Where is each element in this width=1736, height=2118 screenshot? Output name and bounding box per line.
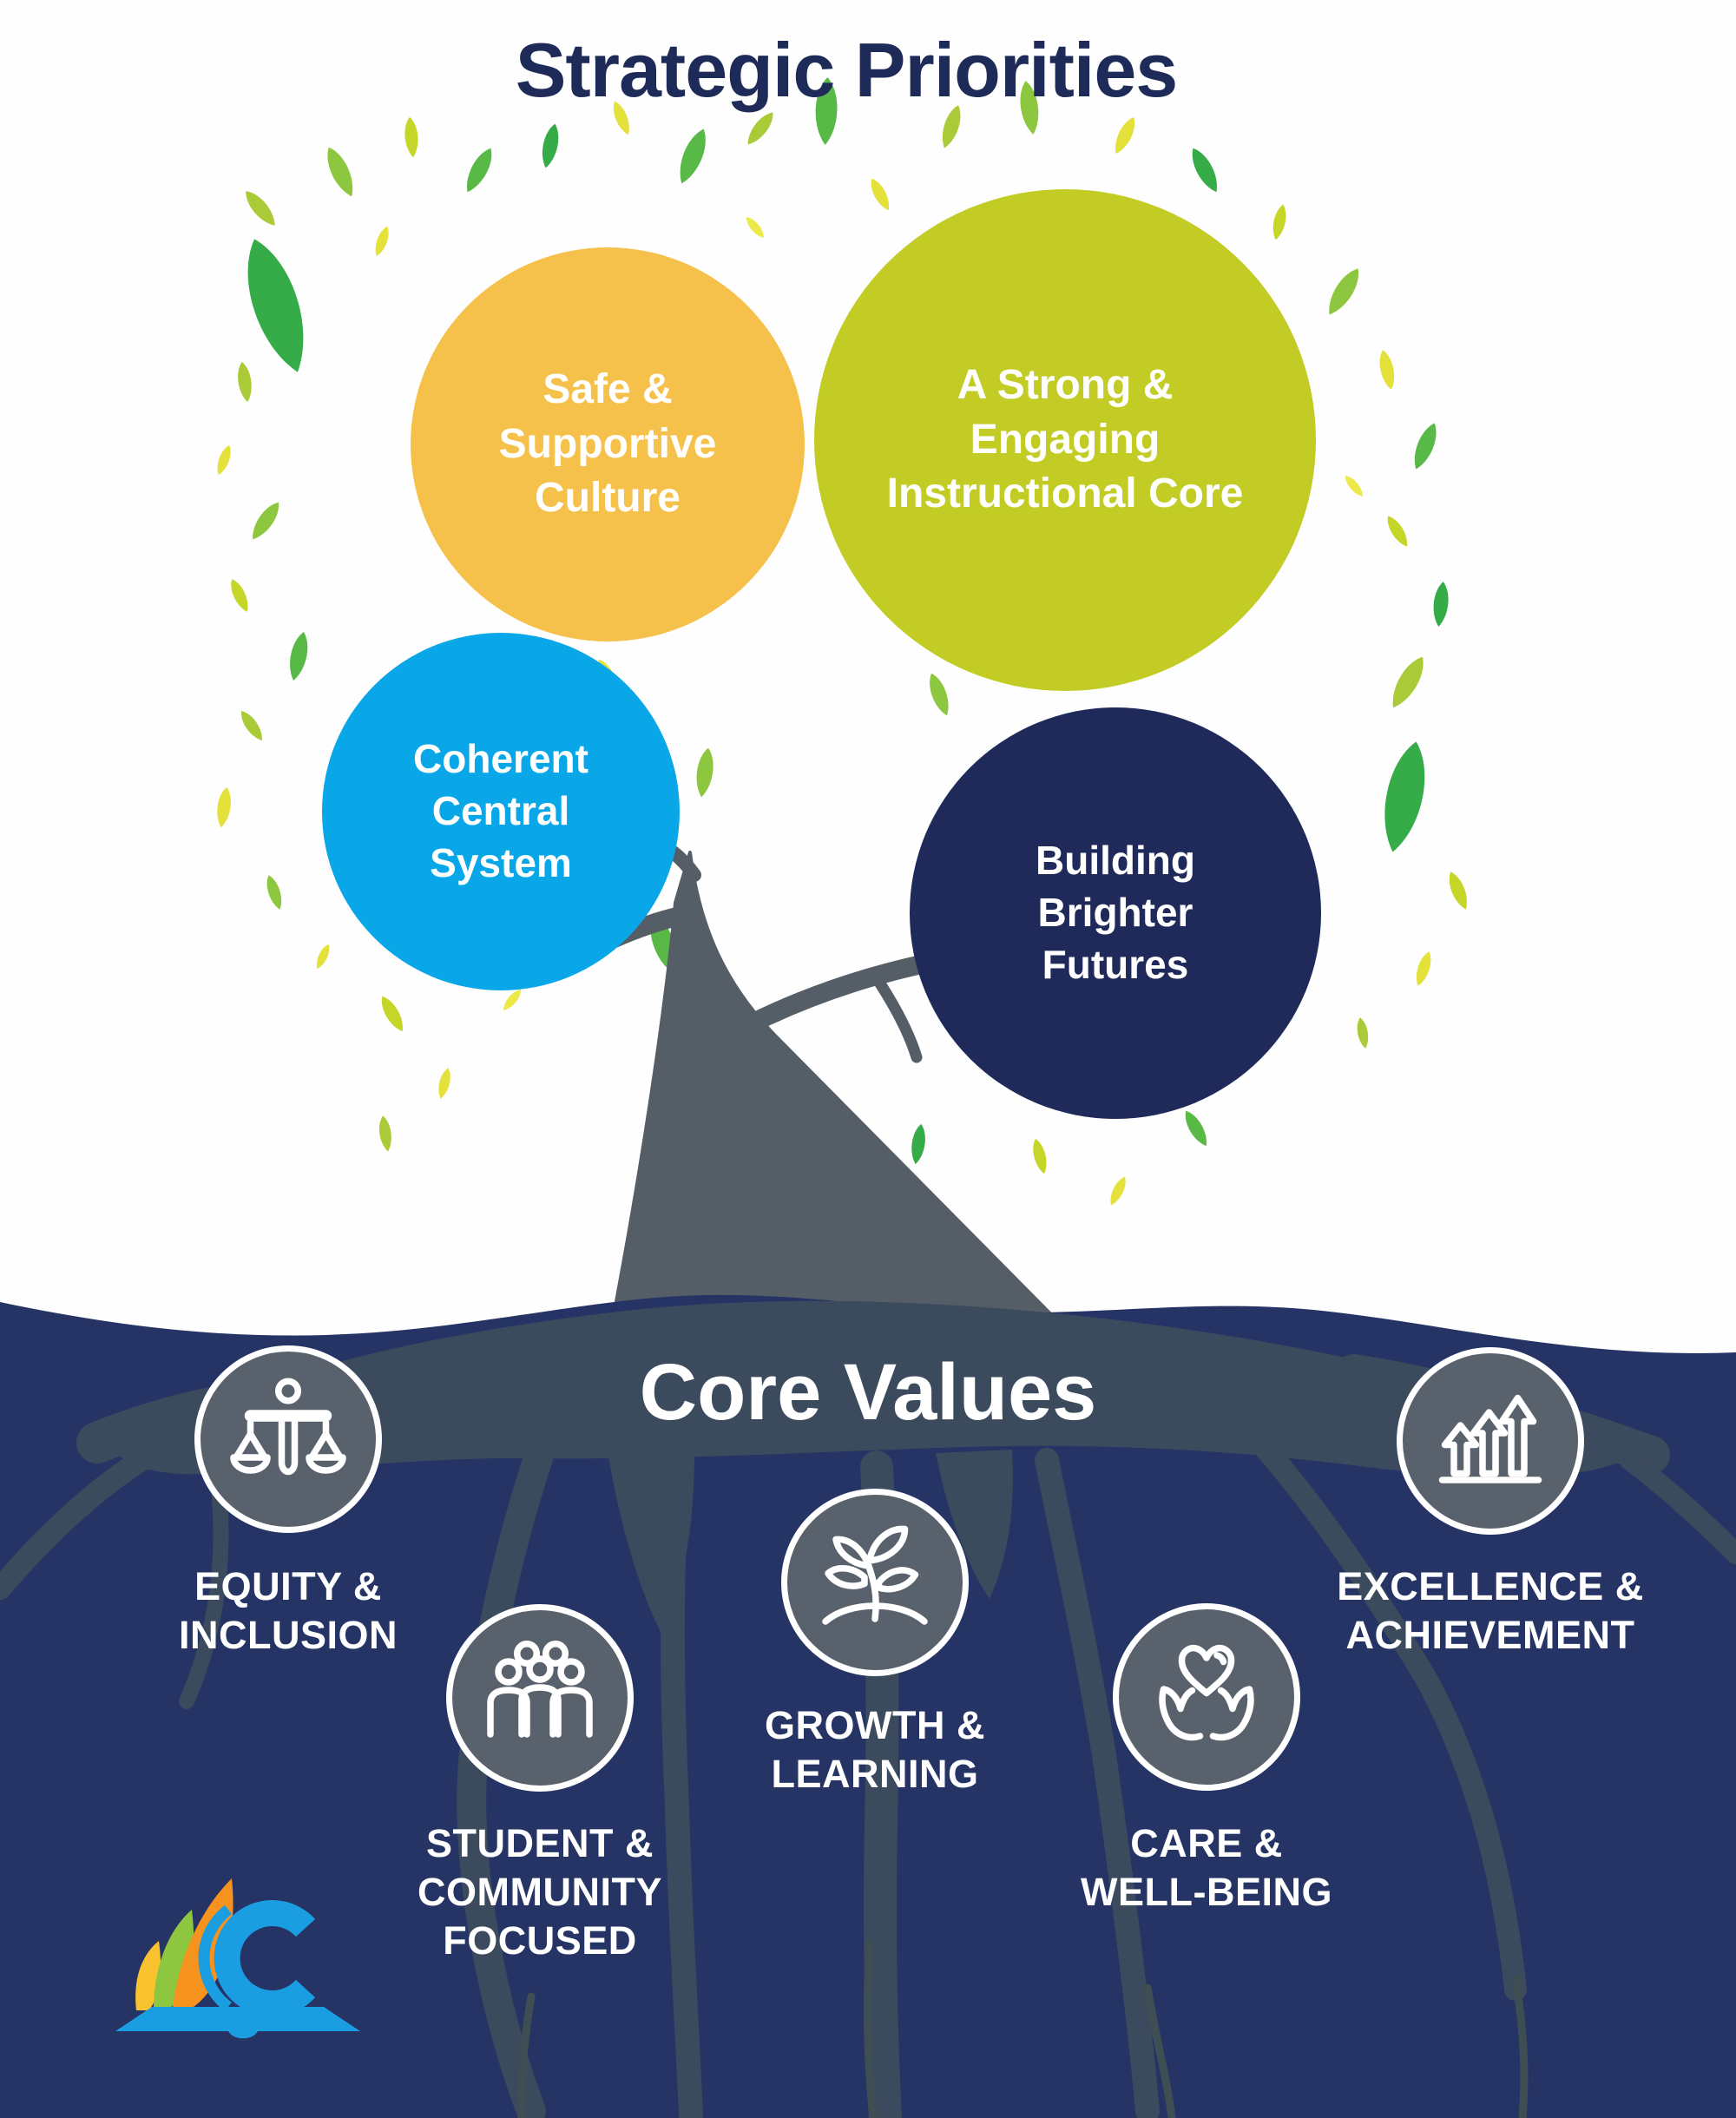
leaf-icon	[376, 993, 409, 1035]
leaf-icon	[320, 143, 360, 201]
leaf-icon	[240, 186, 281, 231]
leaf-icon	[1342, 472, 1366, 500]
leaf-icon	[1270, 203, 1289, 241]
leaf-icon	[1106, 1174, 1130, 1207]
leaf-icon	[227, 576, 253, 615]
leaf-icon	[1384, 652, 1431, 713]
core-value-label-excellence-achievement: EXCELLENCE & ACHIEVEMENT	[1265, 1562, 1716, 1660]
priority-circle-instructional-core: A Strong & Engaging Instructional Core	[814, 189, 1316, 691]
leaf-icon	[263, 873, 286, 911]
leaf-icon	[673, 125, 713, 187]
priority-line: Building	[1036, 838, 1195, 884]
leaf-icon	[1355, 1016, 1371, 1049]
leaf-icon	[1408, 420, 1443, 472]
leaf-icon	[743, 214, 767, 241]
core-value-label-student-community: STUDENT & COMMUNITY FOCUSED	[314, 1819, 766, 1964]
leaf-icon	[1110, 114, 1140, 157]
c-open-book-logo	[115, 1878, 360, 2039]
leaf-icon	[1412, 950, 1435, 988]
leaf-icon	[377, 1115, 394, 1153]
balance-person-icon	[230, 1378, 346, 1476]
leaf-icon	[694, 747, 716, 799]
leaf-icon	[1322, 264, 1365, 319]
logo-book-base	[115, 2007, 360, 2039]
label-line: CARE &	[1130, 1821, 1283, 1865]
leaf-icon	[214, 786, 233, 829]
logo-c-letter	[214, 1900, 316, 2016]
label-line: GROWTH &	[765, 1703, 985, 1747]
leaf-icon	[538, 122, 562, 170]
label-line: WELL-BEING	[1081, 1869, 1332, 1914]
leaf-icon	[247, 497, 285, 544]
leaf-icon	[1375, 738, 1434, 856]
priority-label: Building Brighter Futures	[1036, 835, 1195, 990]
priority-line: Coherent	[413, 736, 589, 782]
core-value-label-growth-learning: GROWTH & LEARNING	[649, 1701, 1101, 1799]
leaf-icon	[214, 443, 234, 477]
leaf-icon	[286, 630, 312, 682]
priority-circle-coherent-central-system: Coherent Central System	[322, 633, 680, 990]
core-value-circle-student-community	[446, 1604, 634, 1792]
core-value-circle-care-wellbeing	[1113, 1603, 1300, 1791]
label-line: EXCELLENCE &	[1337, 1564, 1644, 1608]
priority-line: A Strong &	[957, 362, 1174, 409]
people-group-icon	[487, 1641, 593, 1738]
page-title: Strategic Priorities	[515, 27, 1179, 113]
priority-line: Engaging	[970, 416, 1161, 463]
core-value-circle-equity-inclusion	[194, 1345, 382, 1533]
leaf-icon	[1383, 512, 1412, 550]
priority-line: Culture	[535, 475, 681, 522]
priority-circle-building-brighter-futures: Building Brighter Futures	[910, 707, 1321, 1119]
label-line: EQUITY &	[194, 1564, 382, 1608]
label-line: COMMUNITY	[418, 1869, 662, 1914]
leaf-icon	[372, 224, 392, 259]
leaf-icon	[312, 942, 333, 971]
priority-line: Supportive	[498, 420, 717, 467]
leaf-icon	[1180, 1108, 1213, 1149]
leaf-icon	[235, 360, 254, 404]
priority-label: Safe & Supportive Culture	[499, 363, 717, 525]
leaf-icon	[460, 144, 498, 196]
core-value-circle-growth-learning	[781, 1489, 969, 1676]
logo-echo-arc	[198, 1904, 233, 2012]
priority-line: Instructional Core	[886, 470, 1244, 517]
rising-arrows-icon	[1438, 1394, 1542, 1483]
priority-label: A Strong & Engaging Instructional Core	[887, 358, 1244, 521]
label-line: INCLUSION	[179, 1612, 398, 1657]
leaf-icon	[435, 1066, 454, 1101]
core-value-label-equity-inclusion: EQUITY & INCLUSION	[62, 1562, 514, 1660]
label-line: ACHIEVEMENT	[1345, 1612, 1635, 1657]
leaf-icon	[500, 986, 524, 1014]
priority-circle-safe-supportive-culture: Safe & Supportive Culture	[411, 247, 805, 641]
leaf-icon	[233, 232, 319, 379]
core-value-circle-excellence-achievement	[1397, 1347, 1584, 1535]
priority-label: Coherent Central System	[413, 733, 589, 889]
leaf-icon	[866, 175, 894, 214]
sprout-icon	[822, 1525, 928, 1625]
priority-line: System	[430, 839, 572, 885]
label-line: FOCUSED	[443, 1917, 637, 1963]
leaf-icon	[924, 670, 954, 719]
priority-line: Central	[431, 788, 570, 834]
label-line: LEARNING	[771, 1751, 979, 1796]
leaf-icon	[1444, 869, 1472, 912]
priority-line: Safe &	[542, 366, 673, 413]
core-value-label-care-wellbeing: CARE & WELL-BEING	[981, 1819, 1432, 1917]
priority-line: Futures	[1042, 941, 1189, 987]
leaf-icon	[1186, 144, 1224, 196]
leaf-icon	[1029, 1137, 1050, 1175]
leaf-icon	[236, 707, 267, 744]
hands-heart-icon	[1159, 1644, 1254, 1741]
canopy-leaves	[214, 76, 1472, 1207]
leaf-icon	[909, 1122, 928, 1166]
core-values-heading: Core Values	[639, 1348, 1097, 1437]
leaf-icon	[1376, 348, 1398, 391]
priority-line: Brighter	[1037, 890, 1194, 936]
leaf-icon	[403, 116, 420, 158]
leaf-icon	[1431, 581, 1450, 628]
label-line: STUDENT &	[426, 1821, 654, 1865]
